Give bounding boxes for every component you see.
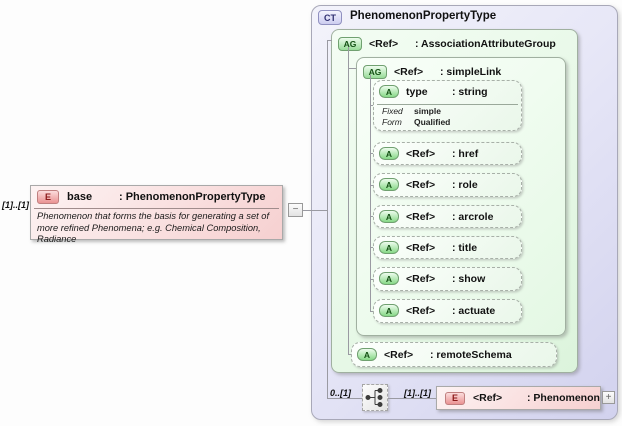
connector-line — [327, 398, 362, 399]
attribute-name: <Ref> — [406, 147, 436, 160]
connector-line — [303, 210, 327, 211]
element-icon: E — [37, 190, 59, 204]
complex-type-title: PhenomenonPropertyType — [350, 10, 497, 22]
attribute-name: <Ref> — [406, 178, 436, 191]
attribute-icon: A — [379, 147, 399, 160]
attribute-datatype: : remoteSchema — [430, 348, 512, 361]
connector-line — [370, 311, 373, 312]
choice-cardinality-left: 0..[1] — [330, 388, 352, 398]
simplelink-group-header: AG <Ref> : simpleLink — [357, 61, 565, 82]
attribute-title-box[interactable]: A <Ref> : title — [373, 236, 522, 259]
attribute-group-type: : AssociationAttributeGroup — [415, 37, 556, 50]
attribute-datatype: : string — [452, 85, 488, 98]
choice-icon — [365, 388, 383, 407]
attribute-icon: A — [379, 241, 399, 254]
connector-line — [370, 153, 373, 154]
attribute-href-box[interactable]: A <Ref> : href — [373, 142, 522, 165]
attribute-name: <Ref> — [406, 272, 436, 285]
fact-value: simple — [414, 106, 441, 116]
attribute-type-box[interactable]: A type : string Fixed simple Form Qualif… — [373, 80, 522, 131]
connector-line — [348, 47, 349, 355]
attribute-datatype: : role — [452, 178, 478, 191]
attribute-arcrole-box[interactable]: A <Ref> : arcrole — [373, 205, 522, 228]
attribute-datatype: : title — [452, 241, 478, 254]
base-element-type: : PhenomenonPropertyType — [119, 191, 266, 203]
base-element-name: base — [67, 191, 93, 203]
complex-type-icon: CT — [318, 10, 342, 25]
simplelink-ref: <Ref> — [394, 65, 424, 78]
connector-line — [370, 105, 373, 106]
phenomenon-type: : Phenomenon — [527, 392, 600, 404]
connector-line — [348, 354, 351, 355]
attribute-datatype: : actuate — [452, 304, 496, 317]
fact-value: Qualified — [414, 116, 451, 127]
attribute-icon: A — [379, 210, 399, 223]
fact-fixed: Fixed simple — [374, 106, 521, 117]
connector-line — [370, 279, 373, 280]
fact-label: Form — [382, 116, 402, 127]
phenomenon-ref: <Ref> — [473, 392, 503, 404]
attribute-name: <Ref> — [406, 304, 436, 317]
element-icon: E — [445, 391, 465, 405]
collapse-button[interactable]: − — [288, 203, 303, 217]
base-element-header: E base : PhenomenonPropertyType — [31, 186, 282, 208]
connector-line — [370, 75, 371, 311]
attribute-actuate-box[interactable]: A <Ref> : actuate — [373, 299, 522, 323]
phenomenon-element-box[interactable]: E <Ref> : Phenomenon — [436, 386, 601, 410]
attribute-datatype: : show — [452, 272, 486, 285]
association-attribute-group-header: AG <Ref> : AssociationAttributeGroup — [332, 33, 577, 54]
attribute-icon: A — [379, 85, 399, 98]
phenomenon-cardinality-label: [1]..[1] — [404, 388, 431, 398]
attribute-group-icon: AG — [338, 36, 362, 51]
attribute-icon: A — [379, 304, 399, 317]
base-element-box[interactable]: E base : PhenomenonPropertyType Phenomen… — [30, 185, 283, 244]
expand-button[interactable]: + — [602, 391, 615, 404]
attribute-name: type — [406, 85, 428, 98]
connector-line — [388, 398, 436, 399]
connector-line — [370, 216, 373, 217]
choice-compositor[interactable] — [362, 384, 388, 411]
base-cardinality-label: [1]..[1] — [2, 200, 29, 210]
attribute-group-icon: AG — [363, 64, 387, 79]
annotation-divider — [34, 208, 279, 209]
attribute-icon: A — [379, 178, 399, 191]
attribute-name: <Ref> — [384, 348, 414, 361]
base-element-annotation: Phenomenon that forms the basis for gene… — [37, 211, 270, 244]
attribute-datatype: : arcrole — [452, 210, 494, 223]
fact-label: Fixed — [382, 106, 403, 116]
connector-line — [327, 40, 332, 41]
attribute-remoteschema-box[interactable]: A <Ref> : remoteSchema — [351, 342, 557, 367]
attribute-icon: A — [379, 272, 399, 285]
attribute-group-ref: <Ref> — [369, 37, 399, 50]
connector-line — [348, 68, 356, 69]
attribute-datatype: : href — [452, 147, 479, 160]
connector-line — [370, 247, 373, 248]
attribute-icon: A — [357, 348, 377, 361]
fact-form: Form Qualified — [374, 117, 521, 128]
attribute-role-box[interactable]: A <Ref> : role — [373, 173, 522, 197]
connector-line — [370, 185, 373, 186]
connector-line — [327, 40, 328, 399]
facts-divider — [377, 104, 518, 105]
attribute-name: <Ref> — [406, 210, 436, 223]
attribute-show-box[interactable]: A <Ref> : show — [373, 267, 522, 291]
attribute-name: <Ref> — [406, 241, 436, 254]
simplelink-type: : simpleLink — [440, 65, 502, 78]
